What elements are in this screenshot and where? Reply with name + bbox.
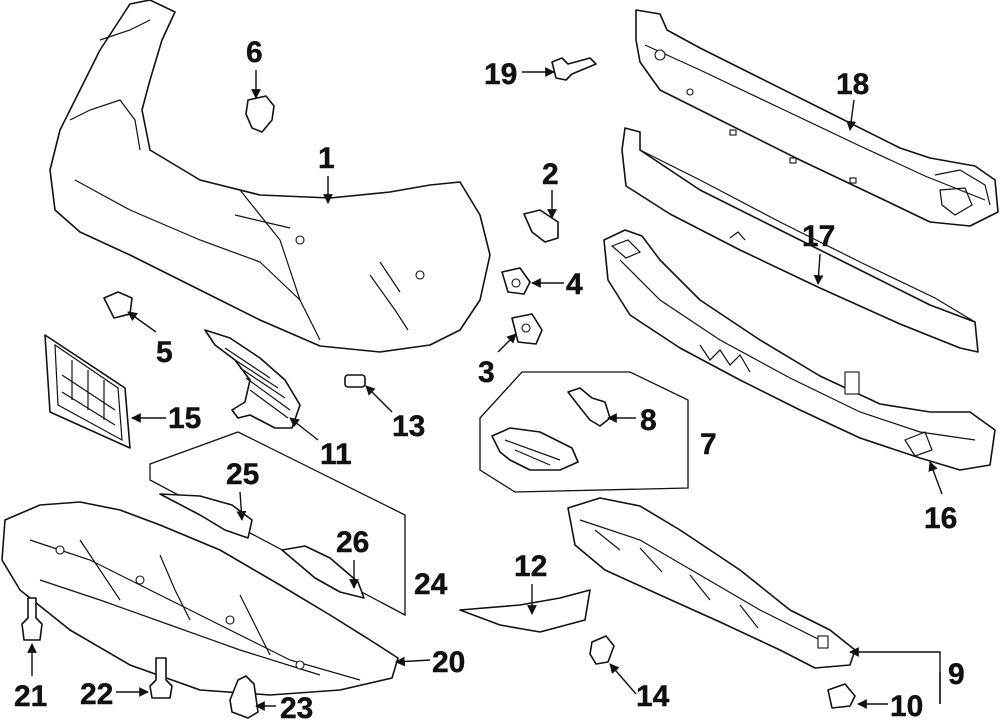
part-7-bracket	[491, 427, 579, 471]
callout-labels: 1 2 3 4 5 6 7 8 9 10 11 12 13 14 15 16 1…	[14, 36, 965, 722]
part-23-clip	[229, 675, 259, 719]
part-12-seal	[459, 589, 591, 633]
label-24: 24	[414, 568, 448, 601]
label-6: 6	[246, 36, 263, 69]
label-19: 19	[484, 58, 517, 91]
label-4: 4	[566, 268, 583, 301]
label-9: 9	[948, 658, 965, 691]
label-18: 18	[836, 68, 869, 101]
label-2: 2	[542, 158, 559, 191]
part-14-clip	[589, 635, 615, 665]
part-4-clip	[501, 267, 531, 295]
label-20: 20	[432, 646, 465, 679]
label-11: 11	[320, 438, 352, 471]
label-14: 14	[636, 680, 670, 713]
label-21: 21	[14, 680, 47, 713]
label-3: 3	[478, 356, 495, 389]
label-1: 1	[318, 142, 335, 175]
part-26-bracket	[281, 545, 365, 599]
part-1-bumper-cover	[49, 0, 491, 353]
part-25-bracket	[159, 493, 253, 539]
part-11-grille	[204, 329, 301, 429]
part-16-lower-absorber	[603, 229, 996, 471]
label-22: 22	[80, 678, 113, 711]
label-5: 5	[156, 336, 173, 369]
part-17-absorber	[621, 127, 979, 353]
part-8-bolt	[567, 387, 611, 427]
label-23: 23	[280, 692, 313, 722]
part-18-reinforcement	[635, 9, 999, 227]
label-15: 15	[168, 402, 201, 435]
label-7: 7	[700, 428, 717, 461]
label-10: 10	[890, 690, 923, 722]
part-2-clip	[523, 209, 559, 243]
label-12: 12	[514, 550, 547, 583]
part-5-clip	[103, 291, 133, 319]
part-21-bolt	[21, 597, 43, 641]
label-8: 8	[640, 404, 657, 437]
part-22-bolt	[149, 657, 173, 699]
label-16: 16	[924, 502, 957, 535]
part-15-license-bracket	[44, 334, 131, 449]
part-9-lower-support	[567, 497, 856, 669]
label-17: 17	[802, 220, 835, 253]
leader-lines	[27, 67, 943, 711]
group-7-box	[479, 371, 689, 493]
part-13-clip	[344, 374, 366, 388]
part-19-bolt	[551, 57, 597, 81]
part-3-clip	[511, 313, 543, 345]
part-10-clip	[827, 683, 856, 709]
label-26: 26	[336, 526, 369, 559]
part-6-clip	[245, 95, 275, 133]
group-24-box	[149, 431, 406, 617]
label-13: 13	[392, 410, 425, 443]
label-25: 25	[226, 458, 259, 491]
